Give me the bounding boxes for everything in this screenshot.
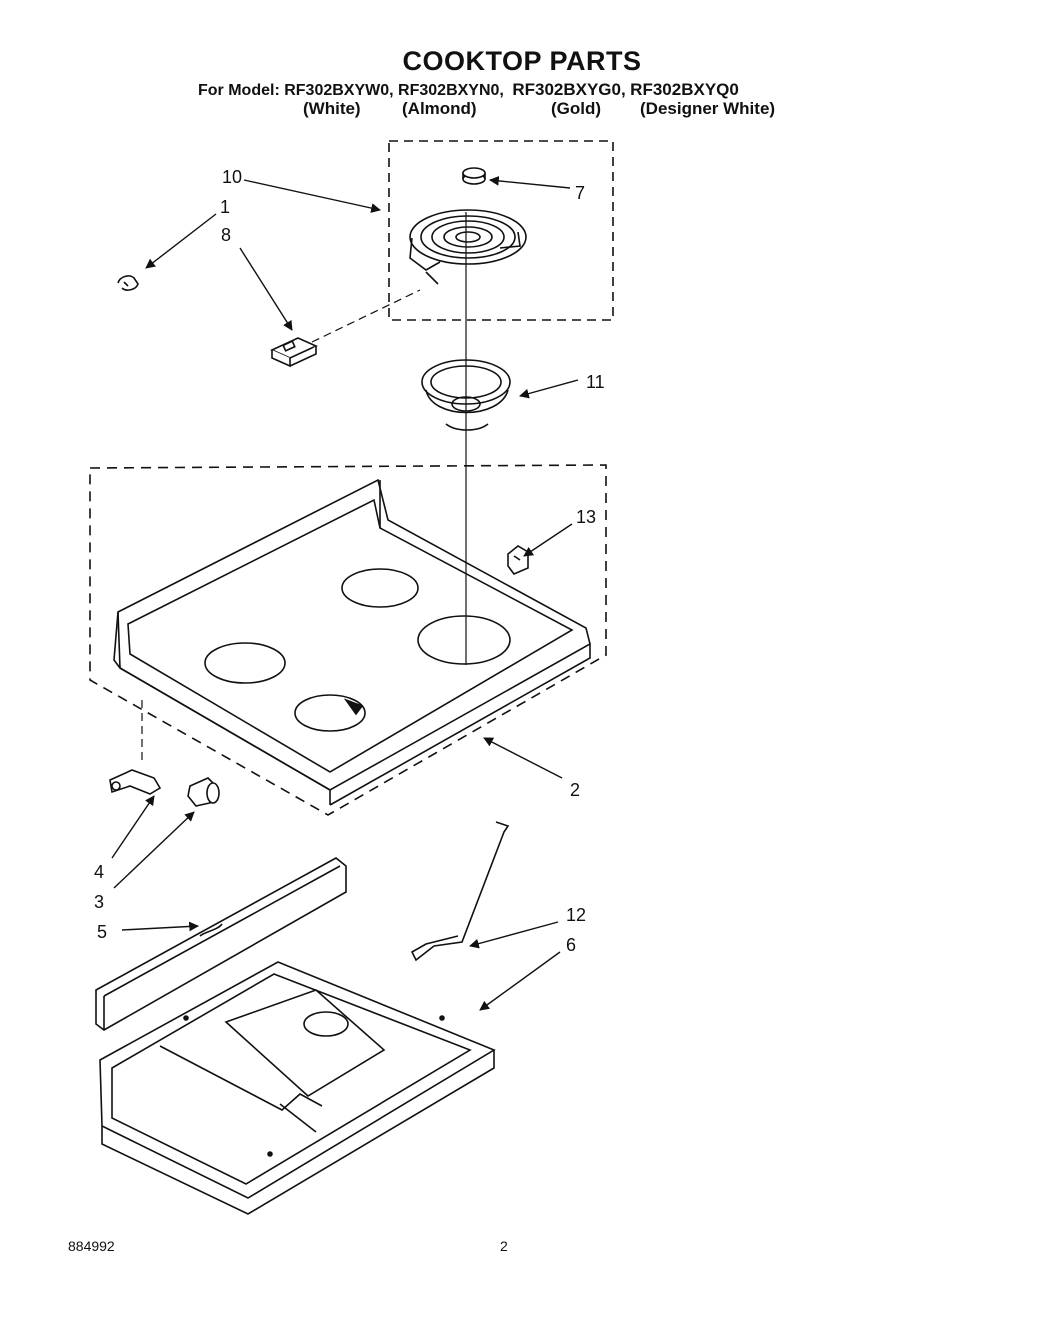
model-number: RF302BXYG0,: [512, 80, 626, 99]
support-rod: [410, 821, 510, 962]
cooktop-hinge: [109, 769, 162, 795]
bumper: [187, 777, 220, 807]
callout-12: 12: [566, 905, 586, 925]
color-gold: (Gold): [551, 99, 602, 118]
model-prefix: For Model:: [198, 82, 280, 99]
model-number: RF302BXYN0,: [398, 82, 504, 99]
model-number: RF302BXYW0,: [284, 82, 394, 99]
callout-13: 13: [576, 507, 596, 527]
page-number: 2: [500, 1238, 508, 1254]
callout-8: 8: [221, 225, 231, 245]
callout-1: 1: [220, 197, 230, 217]
callout-3: 3: [94, 892, 104, 912]
color-designer-white: (Designer White): [640, 99, 776, 118]
color-white: (White): [303, 99, 361, 118]
callout-7: 7: [575, 183, 585, 203]
callout-5: 5: [97, 922, 107, 942]
document-number: 884992: [68, 1238, 115, 1254]
callout-11: 11: [586, 372, 605, 392]
terminal-block: [270, 337, 318, 368]
surface-element: [409, 209, 527, 285]
cooktop-bracket: [507, 545, 529, 575]
element-clip: [117, 275, 139, 291]
model-number: RF302BXYQ0: [630, 80, 739, 99]
callout-10: 10: [222, 167, 242, 187]
cooktop: [113, 478, 591, 806]
color-almond: (Almond): [402, 99, 477, 118]
cooktop-dashed-outline: [89, 464, 607, 816]
page-title: COOKTOP PARTS: [402, 46, 642, 76]
callout-6: 6: [566, 935, 576, 955]
callout-2: 2: [570, 780, 580, 800]
model-list: For Model: RF302BXYW0, RF302BXYN0, RF302…: [198, 80, 739, 100]
burner-box: [99, 961, 496, 1215]
leader-lines: [111, 176, 579, 1011]
element-cap: [462, 167, 486, 185]
connection-line: [311, 289, 421, 343]
callout-4: 4: [94, 862, 104, 882]
front-channel: [95, 857, 347, 1031]
